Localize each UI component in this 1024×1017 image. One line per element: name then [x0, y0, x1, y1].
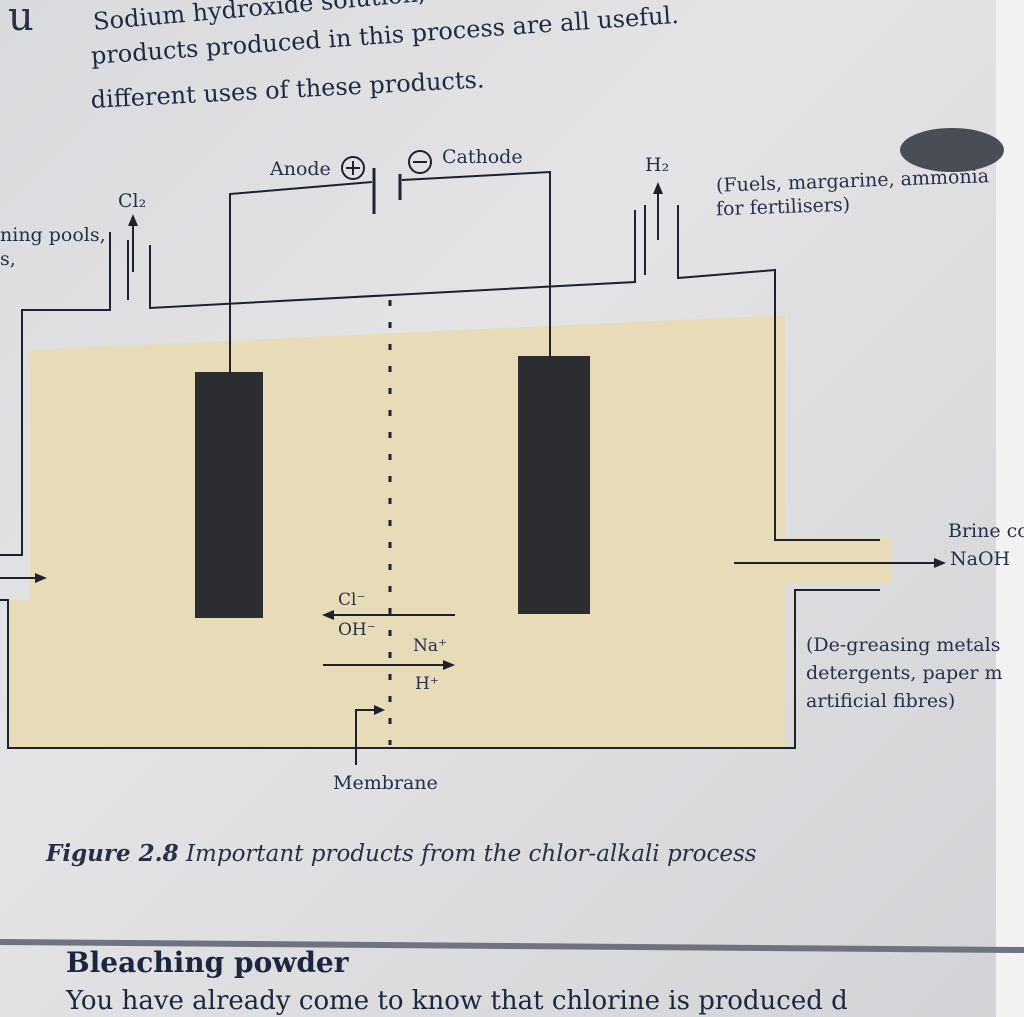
- tank-left-lower-wall: [0, 589, 880, 749]
- h2-arrowhead: [653, 182, 663, 194]
- cl2-label: Cl₂: [118, 190, 147, 212]
- cathode-label: Cathode: [442, 146, 523, 168]
- sodium-ion-label: Na⁺: [413, 636, 447, 656]
- page-edge: [996, 0, 1024, 1017]
- plus-icon: [341, 156, 365, 180]
- anode-label: Anode: [270, 158, 331, 180]
- cl2-uses-line-2: s,: [0, 248, 16, 270]
- figure-caption-text: Important products from the chlor-alkali…: [185, 841, 757, 867]
- brine-outlet-fill: [782, 538, 892, 584]
- naoh-label: NaOH: [950, 548, 1011, 570]
- h2-label: H₂: [645, 154, 670, 176]
- cathode-electrode: [518, 356, 590, 614]
- brine-outlet-label: Brine co: [948, 520, 1024, 542]
- cl2-uses-line-1: ning pools,: [0, 224, 106, 246]
- anode-electrode: [195, 372, 263, 618]
- minus-icon: [408, 150, 432, 174]
- ink-blot: [900, 128, 1004, 172]
- section-heading: Bleaching powder: [66, 946, 349, 979]
- margin-handwriting: u: [8, 0, 34, 40]
- cathode-wire: [401, 170, 551, 358]
- naoh-uses-line-1: (De-greasing metals: [806, 634, 1001, 656]
- section-body-text: You have already come to know that chlor…: [66, 986, 848, 1016]
- h2-uses-line-2: for fertilisers): [715, 193, 851, 221]
- naoh-uses-line-2: detergents, paper m: [806, 662, 1003, 684]
- hydrogen-ion-label: H⁺: [415, 674, 439, 694]
- figure-caption: Figure 2.8 Important products from the c…: [46, 840, 757, 867]
- cation-arrowhead: [443, 660, 455, 670]
- figure-number: Figure 2.8: [46, 840, 179, 867]
- hydroxide-ion-label: OH⁻: [338, 620, 376, 640]
- electrolyte-solution: [8, 315, 785, 748]
- chloride-ion-label: Cl⁻: [338, 590, 366, 610]
- membrane-label: Membrane: [333, 772, 438, 794]
- anode-wire: [229, 181, 373, 372]
- tank-top-wall: [149, 210, 636, 310]
- section-divider: [0, 939, 1024, 953]
- tank-right-wall: [677, 205, 880, 541]
- cl2-arrowhead: [128, 214, 138, 226]
- tank-left-wall: [0, 232, 111, 556]
- membrane-pointer: [355, 709, 378, 765]
- anion-arrowhead: [322, 610, 334, 620]
- naoh-uses-line-3: artificial fibres): [806, 690, 956, 712]
